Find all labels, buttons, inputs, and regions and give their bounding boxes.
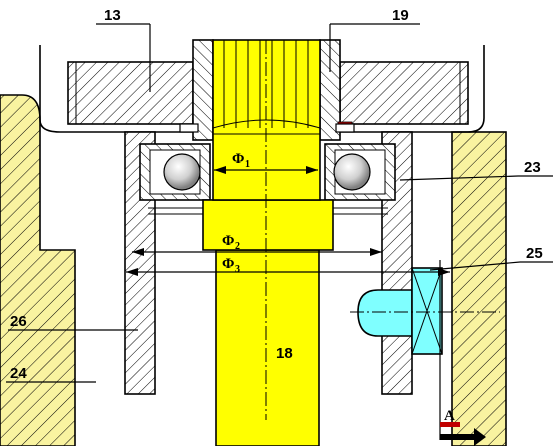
flange-13-left <box>67 61 194 125</box>
section-arrow <box>440 428 486 446</box>
callout-19: 19 <box>392 7 409 24</box>
callout-25: 25 <box>526 245 543 262</box>
housing-right <box>451 131 507 446</box>
shaft-collar <box>202 199 334 251</box>
dim-arrow-phi2-right <box>370 248 382 256</box>
plate-left <box>179 123 199 133</box>
bearing-ball-left <box>163 153 201 191</box>
callout-18: 18 <box>276 345 293 362</box>
dim-phi3-subscript: 3 <box>235 264 240 275</box>
dim-arrow-phi1-right <box>306 166 318 174</box>
bearing-ball-right <box>333 153 371 191</box>
callout-24: 24 <box>10 365 27 382</box>
dim-phi1-subscript: 1 <box>245 159 250 170</box>
dim-phi1-symbol: Φ <box>232 151 244 167</box>
callout-23: 23 <box>524 159 541 176</box>
shaft-18-lower <box>215 249 320 446</box>
sensor-cross-2 <box>411 267 443 355</box>
dim-phi2-symbol: Φ <box>222 233 234 249</box>
callout-26: 26 <box>10 313 27 330</box>
dim-phi2-subscript: 2 <box>235 241 240 252</box>
leader-23 <box>399 175 519 181</box>
sensor-cap <box>357 289 413 337</box>
plate-right <box>335 123 355 133</box>
dim-arrow-phi3-right <box>438 268 450 276</box>
dim-arrow-phi3-left <box>126 268 138 276</box>
dim-arrow-phi2-left <box>132 248 144 256</box>
flange-13-right <box>339 61 469 125</box>
section-label: A <box>444 408 455 424</box>
shaft-splines <box>212 40 321 135</box>
dim-arrow-phi1-left <box>214 166 226 174</box>
callout-13: 13 <box>104 7 121 24</box>
housing-left <box>0 94 76 446</box>
section-mark-red <box>440 422 460 427</box>
leader-25 <box>429 261 521 271</box>
dim-phi3-symbol: Φ <box>222 256 234 272</box>
